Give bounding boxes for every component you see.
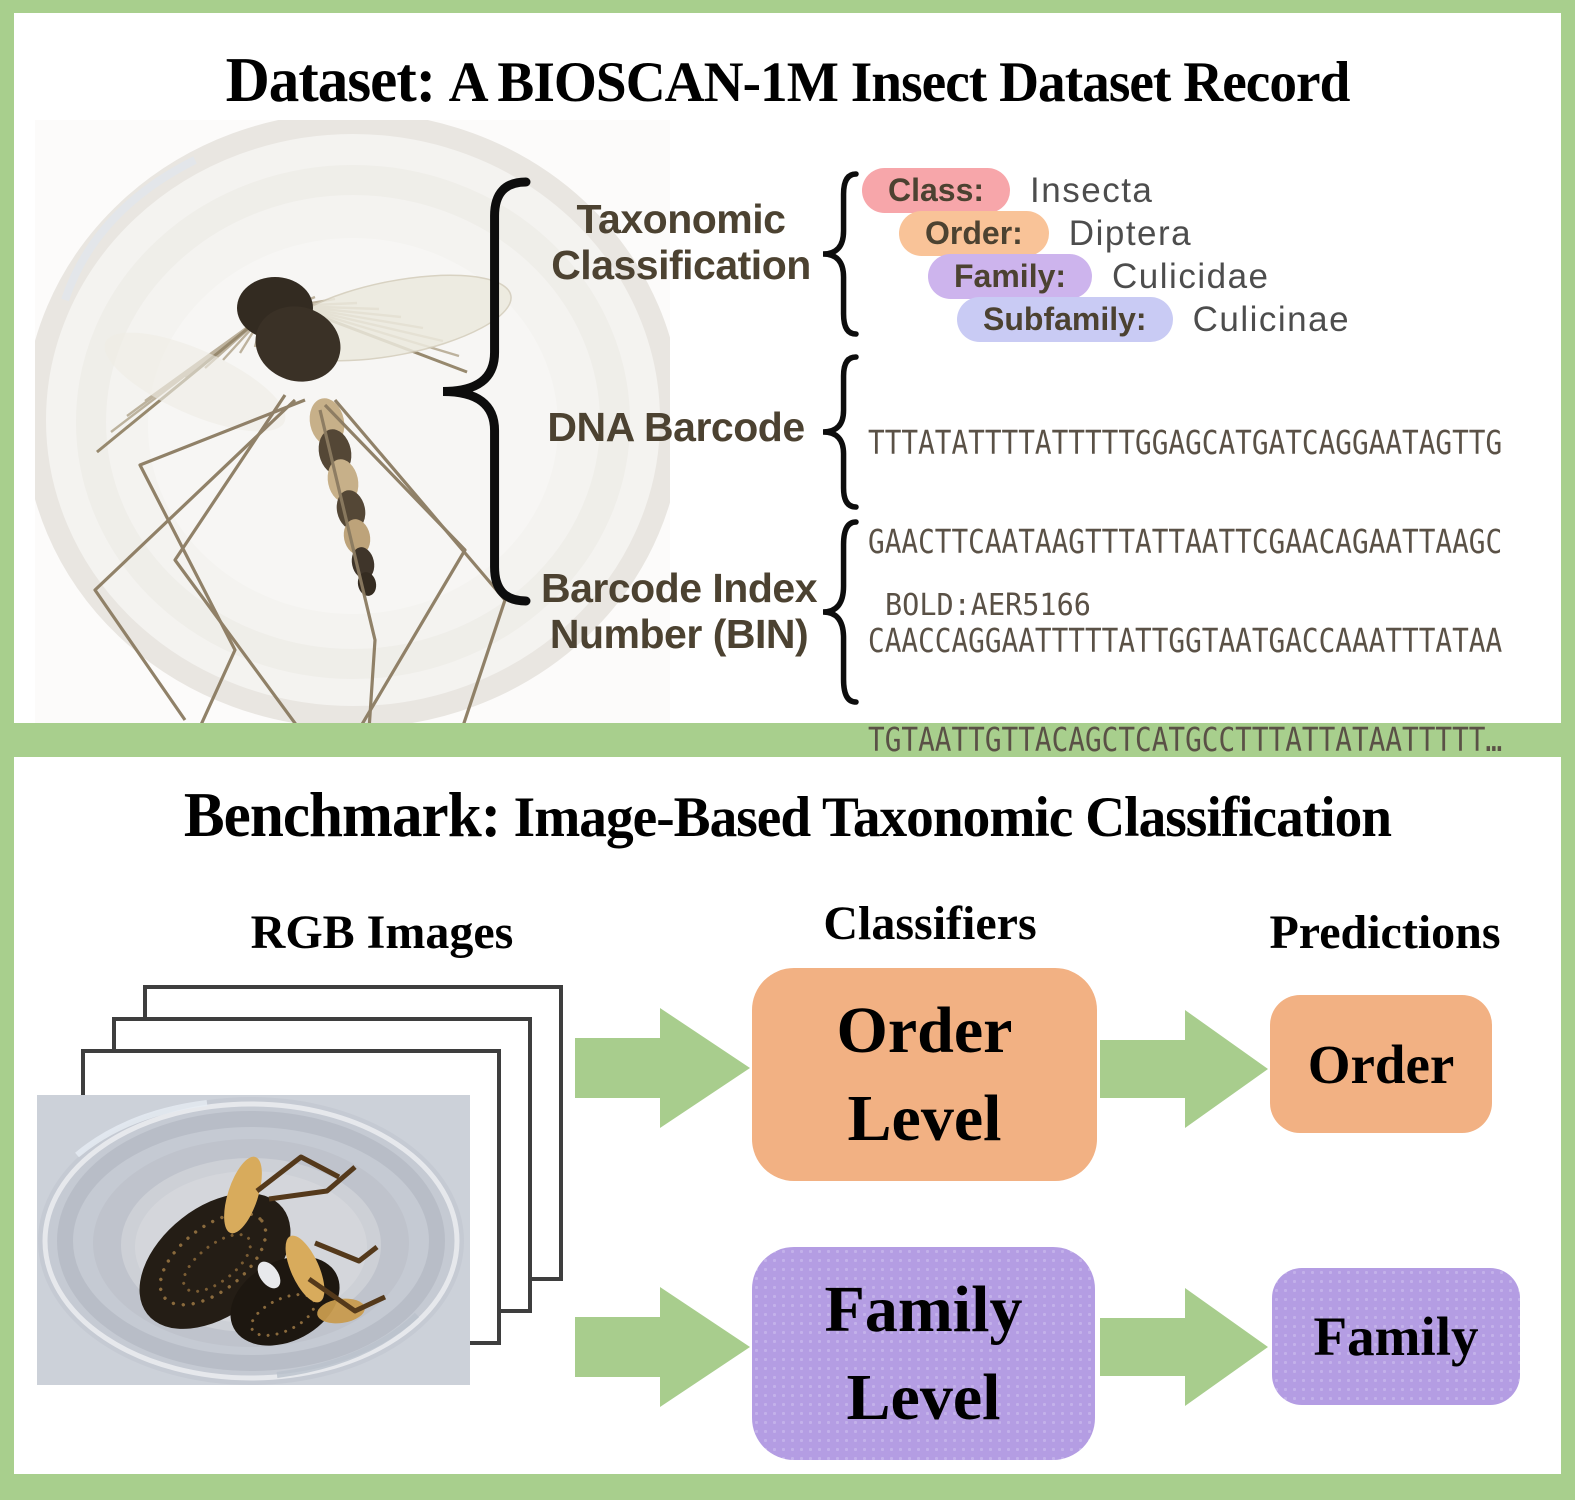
dataset-title-text: A BIOSCAN-1M Insect Dataset Record: [448, 51, 1351, 114]
class-value: Insecta: [1030, 170, 1154, 210]
flow-arrow-order-input-icon: [575, 1008, 750, 1128]
order-prediction-box: Order: [1270, 995, 1492, 1133]
flow-arrow-family-output-icon: [1100, 1288, 1268, 1406]
taxonomy-row-family: Family: Culicidae: [928, 254, 1270, 299]
family-level-line2: Level: [846, 1360, 1001, 1434]
taxonomy-label-line2: Classification: [551, 242, 811, 288]
dna-sequence-line: TTTATATTTTATTTTTGGAGCATGATCAGGAATAGTTG: [868, 423, 1503, 462]
order-prediction-label: Order: [1307, 1033, 1455, 1095]
dataset-title-prefix: Dataset:: [225, 45, 436, 115]
curly-brace-dna-icon: [822, 354, 859, 510]
taxonomy-row-subfamily: Subfamily: Culicinae: [957, 297, 1350, 342]
family-level-line1: Family: [824, 1272, 1023, 1346]
benchmark-title-prefix: Benchmark:: [183, 780, 501, 850]
column-header-classifiers: Classifiers: [823, 897, 1037, 950]
family-prediction-box: Family: [1272, 1268, 1520, 1405]
taxonomy-row-order: Order: Diptera: [899, 211, 1192, 256]
border-top: [0, 0, 1575, 13]
taxonomy-row-class: Class: Insecta: [862, 168, 1153, 213]
beetle-specimen-image: [37, 1095, 470, 1385]
dna-sequence-line: CAACCAGGAATTTTTATTGGTAATGACCAAATTTATAA: [868, 621, 1503, 660]
beetle-specimen-art: [37, 1095, 470, 1385]
taxonomy-label-line1: Taxonomic: [576, 196, 786, 242]
dataset-panel-title: Dataset:A BIOSCAN-1M Insect Dataset Reco…: [24, 44, 1552, 117]
order-rank-badge: Order:: [899, 211, 1049, 256]
dna-group-label: DNA Barcode: [526, 404, 826, 450]
dna-label-text: DNA Barcode: [547, 404, 805, 450]
column-header-rgb-images: RGB Images: [250, 906, 514, 959]
column-header-predictions: Predictions: [1269, 906, 1501, 959]
dna-sequence-line: TGTAATTGTTACAGCTCATGCCTTTATTATAATTTTT…: [868, 720, 1503, 759]
family-level-classifier-box: Family Level: [752, 1247, 1095, 1460]
bin-label-line1: Barcode Index: [540, 565, 818, 611]
bin-group-label: Barcode Index Number (BIN): [529, 565, 829, 657]
order-level-line2: Level: [847, 1081, 1002, 1155]
family-rank-badge: Family:: [928, 254, 1093, 299]
taxonomy-group-label: Taxonomic Classification: [531, 196, 831, 288]
dna-sequence: TTTATATTTTATTTTTGGAGCATGATCAGGAATAGTTG G…: [868, 360, 1502, 822]
benchmark-panel-title: Benchmark:Image-Based Taxonomic Classifi…: [24, 779, 1552, 852]
dna-sequence-line: GAACTTCAATAAGTTTATTAATTCGAACAGAATTAAGC: [868, 522, 1503, 561]
bin-value: BOLD:AER5166: [885, 588, 1091, 623]
family-value: Culicidae: [1112, 256, 1270, 296]
panel-divider: [0, 723, 1575, 757]
bin-label-line2: Number (BIN): [549, 611, 809, 657]
flow-arrow-order-output-icon: [1100, 1010, 1268, 1128]
order-level-line1: Order: [836, 993, 1013, 1067]
benchmark-title-text: Image-Based Taxonomic Classification: [513, 786, 1392, 849]
order-level-classifier-box: Order Level: [752, 968, 1097, 1181]
subfamily-value: Culicinae: [1192, 299, 1351, 339]
class-rank-badge: Class:: [862, 168, 1011, 213]
border-bottom: [0, 1474, 1575, 1500]
subfamily-rank-badge: Subfamily:: [957, 297, 1173, 342]
flow-arrow-family-input-icon: [575, 1287, 750, 1407]
family-prediction-label: Family: [1313, 1306, 1479, 1367]
order-value: Diptera: [1068, 213, 1193, 253]
